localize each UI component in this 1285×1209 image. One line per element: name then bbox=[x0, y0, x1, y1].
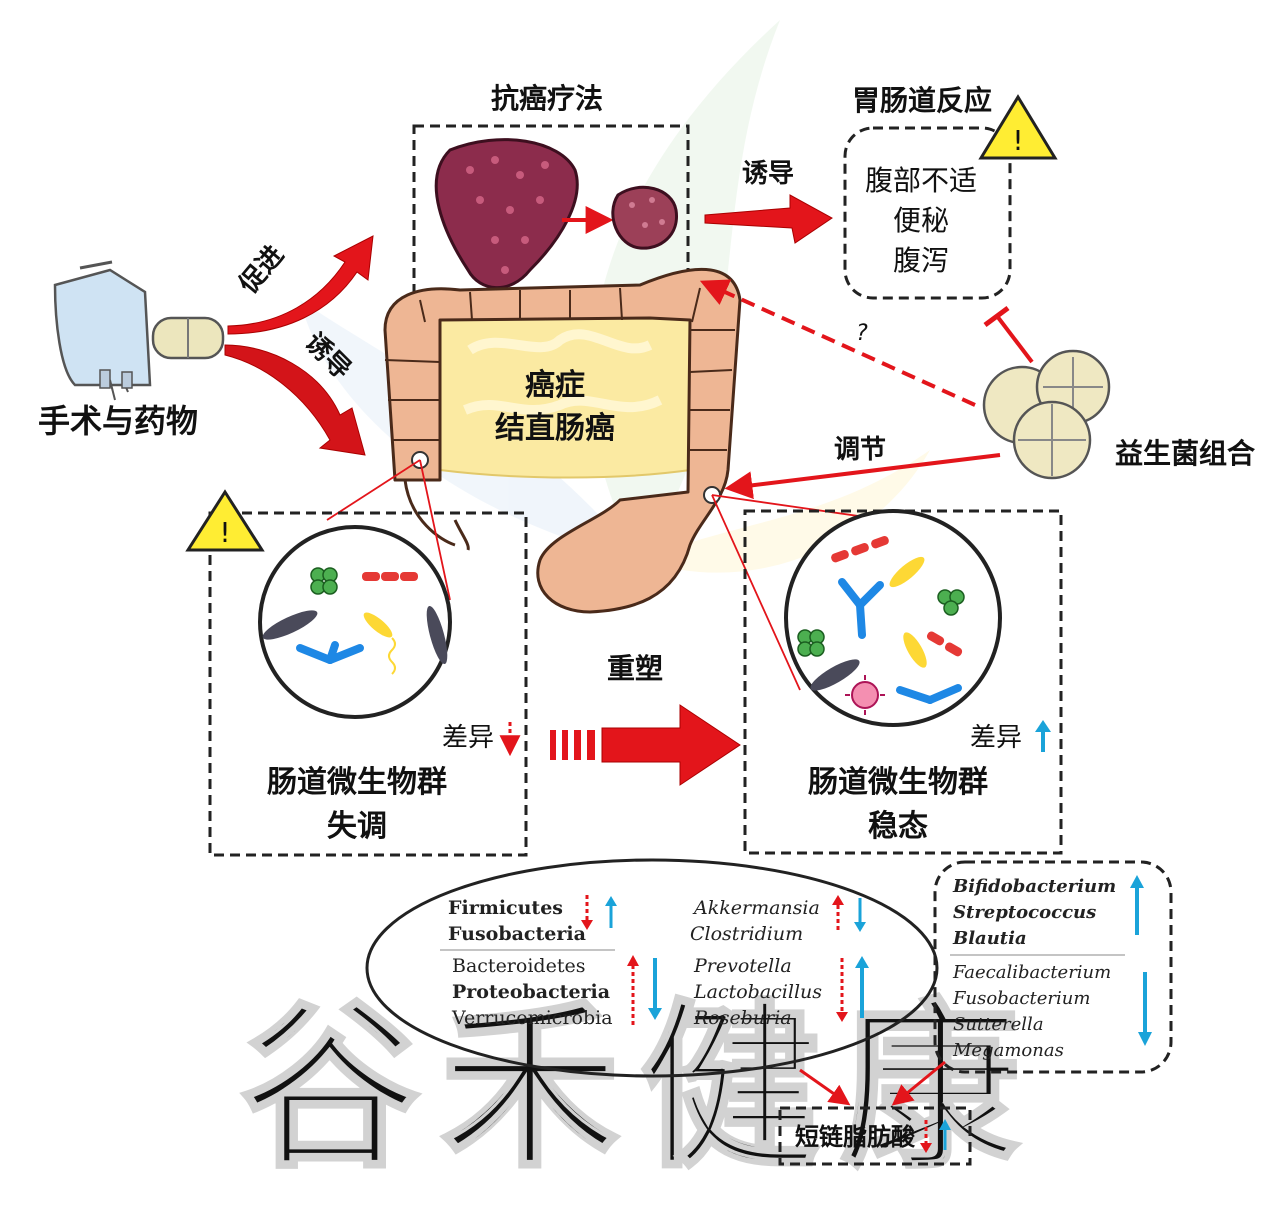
small-tumor-icon bbox=[611, 185, 678, 250]
genus-akkermansia: Akkermansia bbox=[692, 897, 820, 919]
remodel-label: 重塑 bbox=[607, 652, 663, 685]
right-up-arrow bbox=[1130, 875, 1144, 935]
difference-label-left: 差异 bbox=[442, 723, 494, 753]
cocci-cluster-icon bbox=[937, 589, 965, 616]
regulate-label: 调节 bbox=[834, 435, 886, 465]
right-down-arrow bbox=[1138, 972, 1152, 1046]
dysbiosis-box bbox=[208, 511, 528, 857]
phylum-firmicutes: Firmicutes bbox=[448, 897, 563, 919]
genus-clostridium: Clostridium bbox=[690, 923, 803, 945]
homeostasis-microbe-circle bbox=[784, 509, 1002, 727]
phylum-bacteroidetes: Bacteroidetes bbox=[452, 955, 585, 977]
regulate-arrow bbox=[724, 453, 1001, 500]
genus-megamonas: Megamonas bbox=[952, 1040, 1064, 1061]
red-rod-chain-icon-2 bbox=[926, 631, 963, 657]
pink-spiky-microbe-icon bbox=[845, 675, 885, 715]
yellow-rod-icon bbox=[889, 556, 925, 588]
scfa-arrows bbox=[920, 1119, 951, 1153]
genera-b-arrows bbox=[836, 956, 869, 1022]
blue-branched-bacteria-icon bbox=[838, 578, 884, 639]
genus-faecalibacterium: Faecalibacterium bbox=[952, 962, 1111, 983]
probiotics-label: 益生菌组合 bbox=[1115, 437, 1256, 470]
yellow-rod-icon-2 bbox=[903, 632, 927, 668]
svg-text:!: ! bbox=[219, 516, 230, 549]
right-genus-box bbox=[933, 860, 1173, 1074]
dark-rod-icon-2 bbox=[426, 605, 448, 665]
phyla-down-arrows bbox=[627, 955, 662, 1025]
svg-text:!: ! bbox=[1012, 124, 1023, 157]
induce-label-top: 诱导 bbox=[742, 159, 794, 189]
homeostasis-box bbox=[743, 509, 1063, 855]
probiotic-tablets-icon bbox=[982, 349, 1111, 480]
difference-label-right: 差异 bbox=[970, 723, 1022, 753]
promote-label: 促进 bbox=[233, 240, 290, 300]
dark-rod-icon bbox=[262, 610, 318, 640]
question-mark: ? bbox=[856, 321, 868, 346]
warning-icon-left: ! bbox=[185, 489, 265, 552]
cocci-cluster-icon-2 bbox=[797, 629, 825, 657]
watermark-text: 谷禾健康 bbox=[240, 984, 1040, 1193]
dysbiosis-label-1: 肠道微生物群 bbox=[267, 765, 447, 800]
anticancer-therapy-title: 抗癌疗法 bbox=[491, 82, 603, 115]
phylum-proteobacteria: Proteobacteria bbox=[452, 981, 610, 1003]
blue-branched-bacteria-icon bbox=[296, 641, 364, 664]
genus-roseburia: Roseburia bbox=[693, 1007, 792, 1029]
inhibit-bar bbox=[983, 305, 1010, 328]
warning-icon-top: ! bbox=[978, 94, 1058, 160]
genus-streptococcus: Streptococcus bbox=[953, 902, 1096, 923]
genus-prevotella: Prevotella bbox=[693, 955, 792, 977]
homeostasis-label-2: 稳态 bbox=[868, 809, 928, 844]
yellow-flagellate-icon bbox=[363, 612, 396, 675]
genus-lactobacillus: Lactobacillus bbox=[693, 981, 822, 1003]
dysbiosis-label-2: 失调 bbox=[327, 809, 387, 844]
magnify-line-right-b bbox=[711, 494, 801, 691]
scfa-arrow-left bbox=[799, 1068, 851, 1106]
iv-bag-icon bbox=[53, 260, 152, 401]
gi-symptom-abdominal: 腹部不适 bbox=[865, 164, 977, 197]
large-tumor-icon bbox=[434, 138, 579, 290]
magnify-line-left-a bbox=[326, 459, 421, 521]
cancer-label-2: 结直肠癌 bbox=[495, 411, 615, 446]
genus-sutterella: Sutterella bbox=[953, 1014, 1044, 1035]
gi-reaction-box bbox=[843, 126, 1012, 300]
taxa-ellipse bbox=[365, 858, 939, 1078]
blue-branched-bacteria-icon-2 bbox=[896, 684, 962, 704]
gi-symptom-diarrhea: 腹泻 bbox=[893, 244, 949, 277]
genus-bifidobacterium: Bifidobacterium bbox=[952, 876, 1116, 897]
homeostasis-label-1: 肠道微生物群 bbox=[808, 765, 988, 800]
difference-up-arrow bbox=[1035, 720, 1051, 752]
remodel-arrow bbox=[550, 704, 741, 786]
cocci-cluster-icon bbox=[310, 567, 338, 595]
phyla-up-arrows bbox=[581, 895, 617, 930]
gi-reaction-title: 胃肠道反应 bbox=[852, 84, 992, 117]
magnify-line-left-b bbox=[419, 459, 451, 601]
genera-a-arrows bbox=[832, 895, 866, 932]
question-arrow bbox=[699, 279, 976, 407]
pill-icon bbox=[151, 316, 225, 360]
genus-blautia: Blautia bbox=[952, 928, 1027, 949]
dark-rod-icon bbox=[810, 659, 860, 691]
gi-symptom-constipation: 便秘 bbox=[893, 204, 949, 237]
scfa-arrow-right bbox=[891, 1060, 946, 1106]
phylum-verrucomicrobia: Verrucomicrobia bbox=[451, 1007, 613, 1029]
surgery-drugs-label: 手术与药物 bbox=[38, 402, 198, 440]
red-rod-chain-icon bbox=[831, 535, 889, 563]
colon-illustration bbox=[383, 267, 742, 614]
scfa-box bbox=[778, 1106, 972, 1166]
cancer-label-1: 癌症 bbox=[525, 368, 585, 403]
induce-arrow-top bbox=[704, 194, 833, 244]
inhibit-line bbox=[995, 314, 1034, 364]
phylum-fusobacteria: Fusobacteria bbox=[448, 923, 586, 945]
red-rod-chain-icon bbox=[362, 572, 418, 581]
induce-arrow-left bbox=[224, 344, 366, 456]
scfa-label: 短链脂肪酸 bbox=[795, 1123, 916, 1151]
genus-fusobacterium: Fusobacterium bbox=[952, 988, 1090, 1009]
dysbiosis-microbe-circle bbox=[258, 525, 452, 719]
promote-arrow bbox=[227, 235, 374, 335]
